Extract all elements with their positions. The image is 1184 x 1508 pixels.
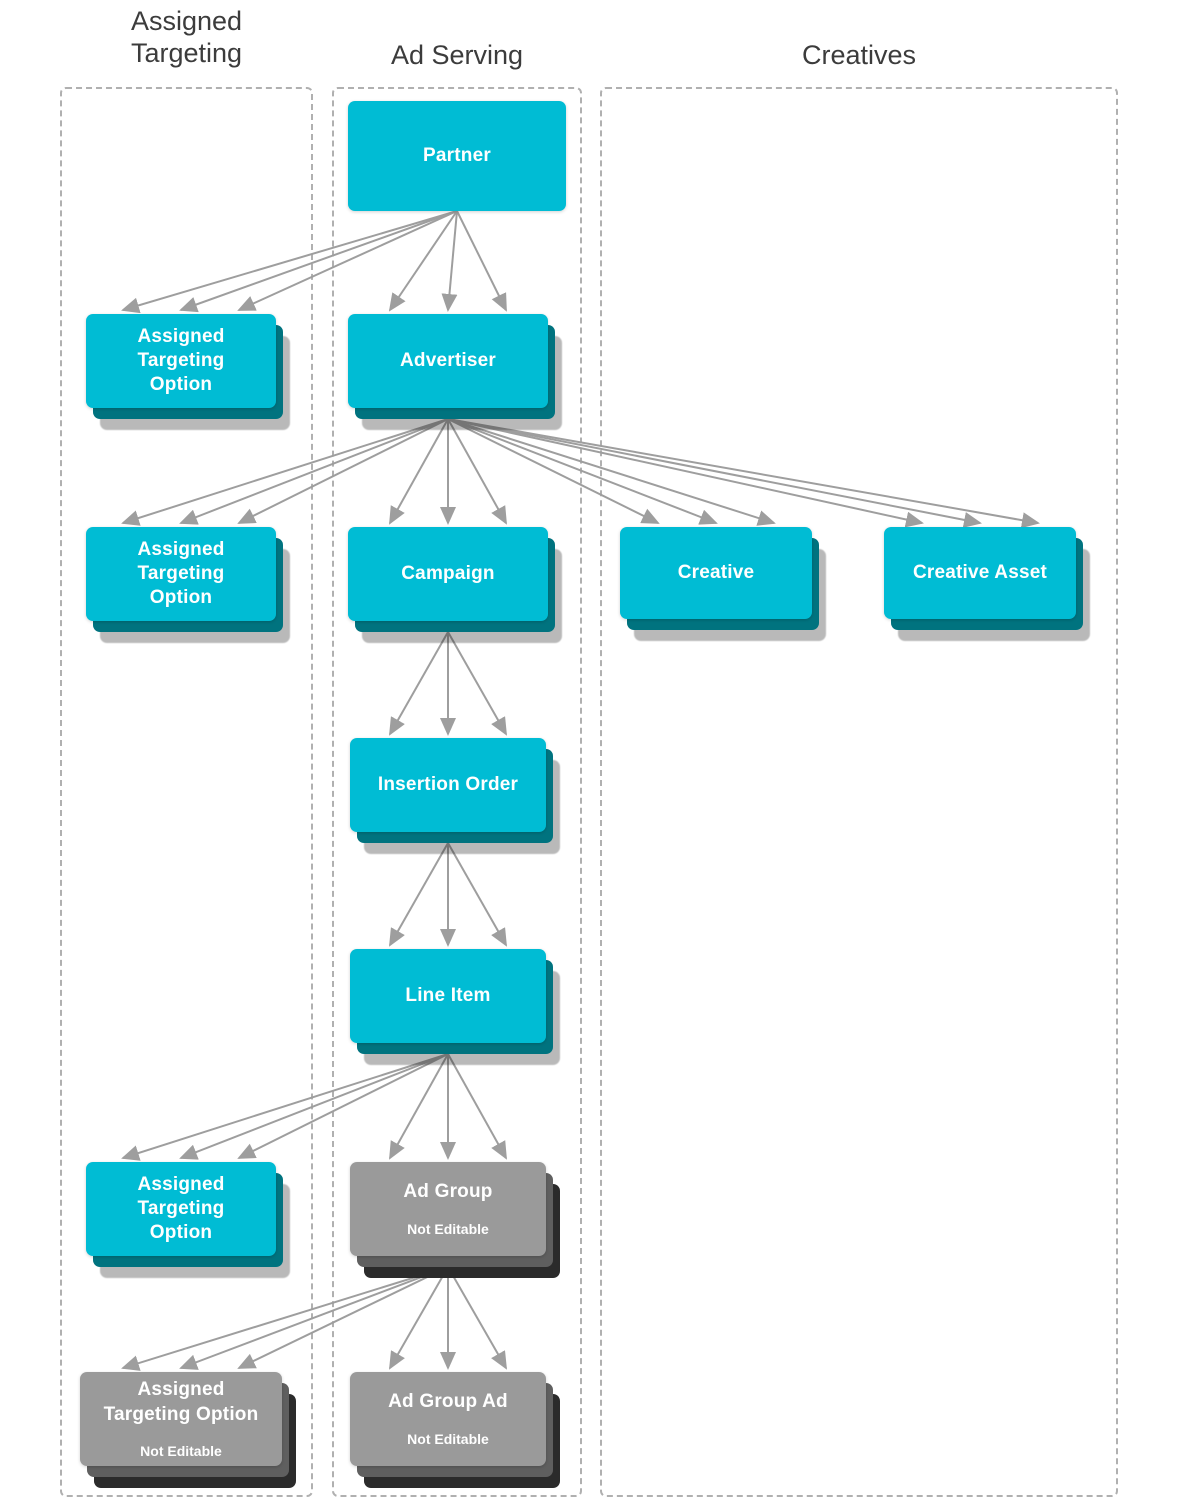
node-campaign-title: Campaign — [401, 562, 495, 584]
node-ato-line-item[interactable]: Assigned Targeting Option — [86, 1162, 298, 1278]
node-insertion-order[interactable]: Insertion Order — [350, 738, 568, 854]
node-ad-group-subtitle: Not Editable — [407, 1220, 489, 1237]
node-ato-advertiser-front-layer: Assigned Targeting Option — [86, 527, 276, 621]
node-advertiser-front-layer: Advertiser — [348, 314, 548, 408]
node-campaign-front-layer: Campaign — [348, 527, 548, 621]
node-ato-partner-title: Assigned Targeting Option — [137, 325, 225, 396]
node-creative-asset-front-layer: Creative Asset — [884, 527, 1076, 619]
node-partner[interactable]: Partner — [348, 101, 588, 233]
node-ato-line-item-front-layer: Assigned Targeting Option — [86, 1162, 276, 1256]
node-creative[interactable]: Creative — [620, 527, 834, 641]
lane-assigned-targeting — [60, 87, 313, 1497]
node-insertion-order-title: Insertion Order — [377, 773, 519, 795]
node-ato-advertiser-title: Assigned Targeting Option — [137, 538, 225, 609]
node-partner-front-layer: Partner — [348, 101, 566, 211]
node-advertiser-title: Advertiser — [400, 349, 496, 371]
node-creative-front-layer: Creative — [620, 527, 812, 619]
node-creative-title: Creative — [677, 561, 755, 583]
lane-creatives — [600, 87, 1118, 1497]
node-creative-asset[interactable]: Creative Asset — [884, 527, 1098, 641]
node-line-item[interactable]: Line Item — [350, 949, 568, 1065]
node-ato-ad-group-subtitle: Not Editable — [140, 1442, 222, 1459]
node-creative-asset-title: Creative Asset — [912, 561, 1048, 583]
node-ad-group-ad-subtitle: Not Editable — [407, 1430, 489, 1447]
node-ato-partner-front-layer: Assigned Targeting Option — [86, 314, 276, 408]
node-line-item-front-layer: Line Item — [350, 949, 546, 1043]
column-header-ad-serving: Ad Serving — [390, 40, 524, 70]
lane-ad-serving — [332, 87, 582, 1497]
node-ato-partner[interactable]: Assigned Targeting Option — [86, 314, 298, 430]
node-ato-advertiser[interactable]: Assigned Targeting Option — [86, 527, 298, 643]
node-ad-group-ad-front-layer: Ad Group Ad Not Editable — [350, 1372, 546, 1466]
column-header-creatives: Creatives — [801, 40, 917, 70]
node-campaign[interactable]: Campaign — [348, 527, 570, 643]
column-header-assigned-targeting: Assigned Targeting — [130, 6, 243, 68]
node-line-item-title: Line Item — [405, 984, 491, 1006]
node-ad-group-ad[interactable]: Ad Group Ad Not Editable — [350, 1372, 568, 1488]
node-ad-group-title: Ad Group — [403, 1181, 493, 1203]
node-insertion-order-front-layer: Insertion Order — [350, 738, 546, 832]
node-ato-line-item-title: Assigned Targeting Option — [137, 1173, 225, 1244]
node-ato-ad-group-title: Assigned Targeting Option — [103, 1379, 259, 1425]
node-ad-group-ad-title: Ad Group Ad — [388, 1391, 508, 1413]
node-partner-title: Partner — [423, 144, 491, 166]
node-advertiser[interactable]: Advertiser — [348, 314, 570, 430]
